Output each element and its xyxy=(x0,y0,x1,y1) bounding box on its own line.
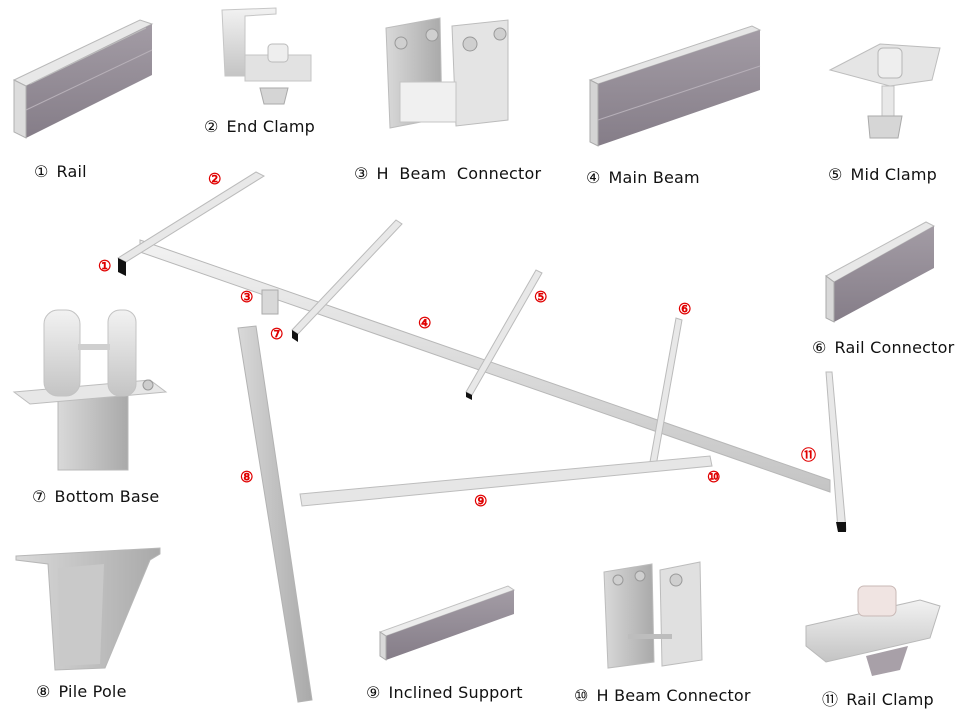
caption-number: ② xyxy=(204,117,219,136)
caption-pile-pole: ⑧ Pile Pole xyxy=(36,682,127,701)
caption-label: Mid Clamp xyxy=(850,165,938,184)
callout-rail-connector: ⑥ xyxy=(678,300,692,318)
caption-label: Rail Clamp xyxy=(846,690,934,709)
caption-number: ⑤ xyxy=(828,165,843,184)
caption-label: H Beam Connector xyxy=(376,164,542,183)
rail-3-assembly xyxy=(465,269,543,400)
caption-number: ⑪ xyxy=(822,690,839,709)
h-beam-connector-bottom-part-image xyxy=(603,561,703,669)
caption-main-beam: ④ Main Beam xyxy=(586,168,700,187)
caption-number: ⑨ xyxy=(366,683,381,702)
mid-clamp-part-image xyxy=(828,43,941,139)
rail-clamp-part-image xyxy=(805,585,941,676)
callout-rail-clamp: ⑪ xyxy=(801,446,817,464)
callout-pile-pole: ⑧ xyxy=(240,468,254,486)
caption-number: ④ xyxy=(586,168,601,187)
callout-bottom-base: ⑦ xyxy=(270,325,284,343)
caption-number: ⑧ xyxy=(36,682,51,701)
callout-inclined-support: ⑨ xyxy=(474,492,488,510)
rail-4-assembly xyxy=(649,317,683,470)
caption-mid-clamp: ⑤ Mid Clamp xyxy=(828,165,937,184)
callout-main-beam: ④ xyxy=(418,314,432,332)
inclined-support-assembly xyxy=(299,455,713,507)
caption-label: Rail Connector xyxy=(834,338,955,357)
caption-number: ⑦ xyxy=(32,487,47,506)
caption-number: ⑩ xyxy=(574,686,589,705)
h-beam-connector-assembly xyxy=(261,289,279,315)
caption-h-beam-connector: ③ H Beam Connector xyxy=(354,164,541,183)
caption-rail-clamp: ⑪ Rail Clamp xyxy=(822,686,934,710)
end-clamp-part-image xyxy=(221,7,312,105)
caption-label: Rail xyxy=(56,162,87,181)
caption-label: Pile Pole xyxy=(58,682,127,701)
caption-rail: ① Rail xyxy=(34,162,87,181)
caption-number: ⑥ xyxy=(812,338,827,357)
callout-end-clamp: ② xyxy=(208,170,222,188)
caption-label: Inclined Support xyxy=(388,683,523,702)
callout-h-beam-connector-2: ⑩ xyxy=(707,468,721,486)
rail-5-assembly xyxy=(825,371,847,532)
caption-label: H Beam Connector xyxy=(596,686,751,705)
main-beam-part-image xyxy=(588,25,762,147)
bottom-base-part-image xyxy=(12,309,168,471)
callout-mid-clamp: ⑤ xyxy=(534,288,548,306)
pile-pole-assembly xyxy=(237,325,313,703)
caption-inclined-support: ⑨ Inclined Support xyxy=(366,683,523,702)
pile-pole-part-image xyxy=(15,547,161,671)
caption-h-beam-connector-2: ⑩ H Beam Connector xyxy=(574,686,751,705)
rail-2-assembly xyxy=(291,219,403,342)
caption-number: ① xyxy=(34,162,49,181)
caption-label: Main Beam xyxy=(608,168,700,187)
rail-connector-part-image xyxy=(825,221,936,323)
caption-label: End Clamp xyxy=(226,117,316,136)
h-beam-connector-part-image xyxy=(385,17,509,129)
caption-end-clamp: ② End Clamp xyxy=(204,117,315,136)
caption-rail-connector: ⑥ Rail Connector xyxy=(812,338,954,357)
caption-bottom-base: ⑦ Bottom Base xyxy=(32,487,159,506)
caption-label: Bottom Base xyxy=(54,487,160,506)
callout-rail: ① xyxy=(98,257,112,275)
rail-part-image xyxy=(12,19,154,139)
callout-h-beam-connector: ③ xyxy=(240,288,254,306)
inclined-support-part-image xyxy=(378,585,516,661)
rail-1-assembly xyxy=(116,171,266,276)
caption-number: ③ xyxy=(354,164,369,183)
